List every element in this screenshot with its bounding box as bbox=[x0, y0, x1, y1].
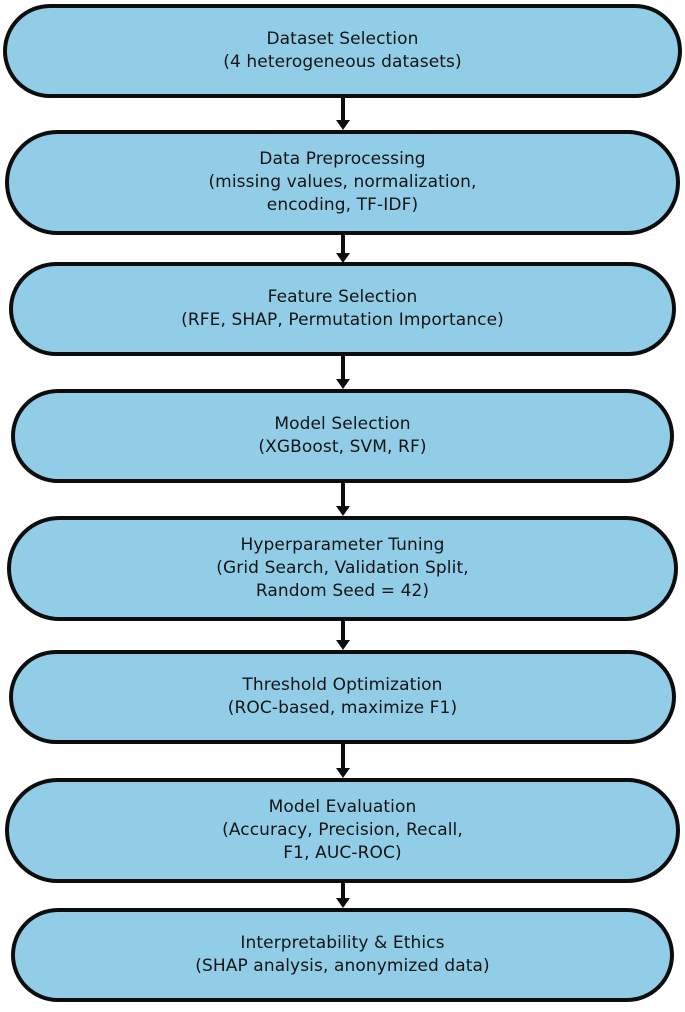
flow-arrow-4 bbox=[330, 483, 356, 516]
flow-node-threshold-optimization[interactable]: Threshold Optimization (ROC-based, maxim… bbox=[9, 650, 676, 744]
flow-arrow-2 bbox=[330, 235, 356, 263]
flow-node-label: Feature Selection (RFE, SHAP, Permutatio… bbox=[181, 287, 504, 330]
flow-node-hyperparameter-tuning[interactable]: Hyperparameter Tuning (Grid Search, Vali… bbox=[7, 516, 678, 621]
arrow-head-icon bbox=[336, 253, 350, 263]
arrow-head-icon bbox=[336, 379, 350, 389]
arrow-shaft bbox=[341, 883, 345, 899]
flow-node-dataset-selection[interactable]: Dataset Selection (4 heterogeneous datas… bbox=[3, 4, 682, 98]
flow-node-feature-selection[interactable]: Feature Selection (RFE, SHAP, Permutatio… bbox=[9, 262, 676, 356]
flow-arrow-7 bbox=[330, 883, 356, 908]
arrow-shaft bbox=[341, 621, 345, 641]
flow-arrow-1 bbox=[330, 98, 356, 130]
flow-arrow-3 bbox=[330, 356, 356, 389]
flow-arrow-5 bbox=[330, 621, 356, 650]
arrow-head-icon bbox=[336, 120, 350, 130]
flow-node-label: Interpretability & Ethics (SHAP analysis… bbox=[195, 933, 490, 976]
flow-node-label: Data Preprocessing (missing values, norm… bbox=[208, 149, 477, 215]
flow-node-model-selection[interactable]: Model Selection (XGBoost, SVM, RF) bbox=[11, 389, 674, 483]
flow-node-model-evaluation[interactable]: Model Evaluation (Accuracy, Precision, R… bbox=[5, 778, 680, 883]
flow-node-label: Dataset Selection (4 heterogeneous datas… bbox=[223, 29, 462, 72]
arrow-head-icon bbox=[336, 506, 350, 516]
arrow-shaft bbox=[341, 483, 345, 507]
flow-node-data-preprocessing[interactable]: Data Preprocessing (missing values, norm… bbox=[5, 130, 680, 235]
arrow-shaft bbox=[341, 235, 345, 254]
arrow-head-icon bbox=[336, 640, 350, 650]
flow-node-interpretability-ethics[interactable]: Interpretability & Ethics (SHAP analysis… bbox=[11, 908, 674, 1002]
arrow-head-icon bbox=[336, 898, 350, 908]
arrow-head-icon bbox=[336, 768, 350, 778]
flow-node-label: Model Evaluation (Accuracy, Precision, R… bbox=[222, 797, 463, 863]
arrow-shaft bbox=[341, 356, 345, 380]
flow-arrow-6 bbox=[330, 744, 356, 778]
arrow-shaft bbox=[341, 98, 345, 121]
flow-node-label: Hyperparameter Tuning (Grid Search, Vali… bbox=[216, 535, 469, 601]
flow-node-label: Threshold Optimization (ROC-based, maxim… bbox=[227, 675, 458, 718]
flow-node-label: Model Selection (XGBoost, SVM, RF) bbox=[258, 414, 427, 457]
arrow-shaft bbox=[341, 744, 345, 769]
